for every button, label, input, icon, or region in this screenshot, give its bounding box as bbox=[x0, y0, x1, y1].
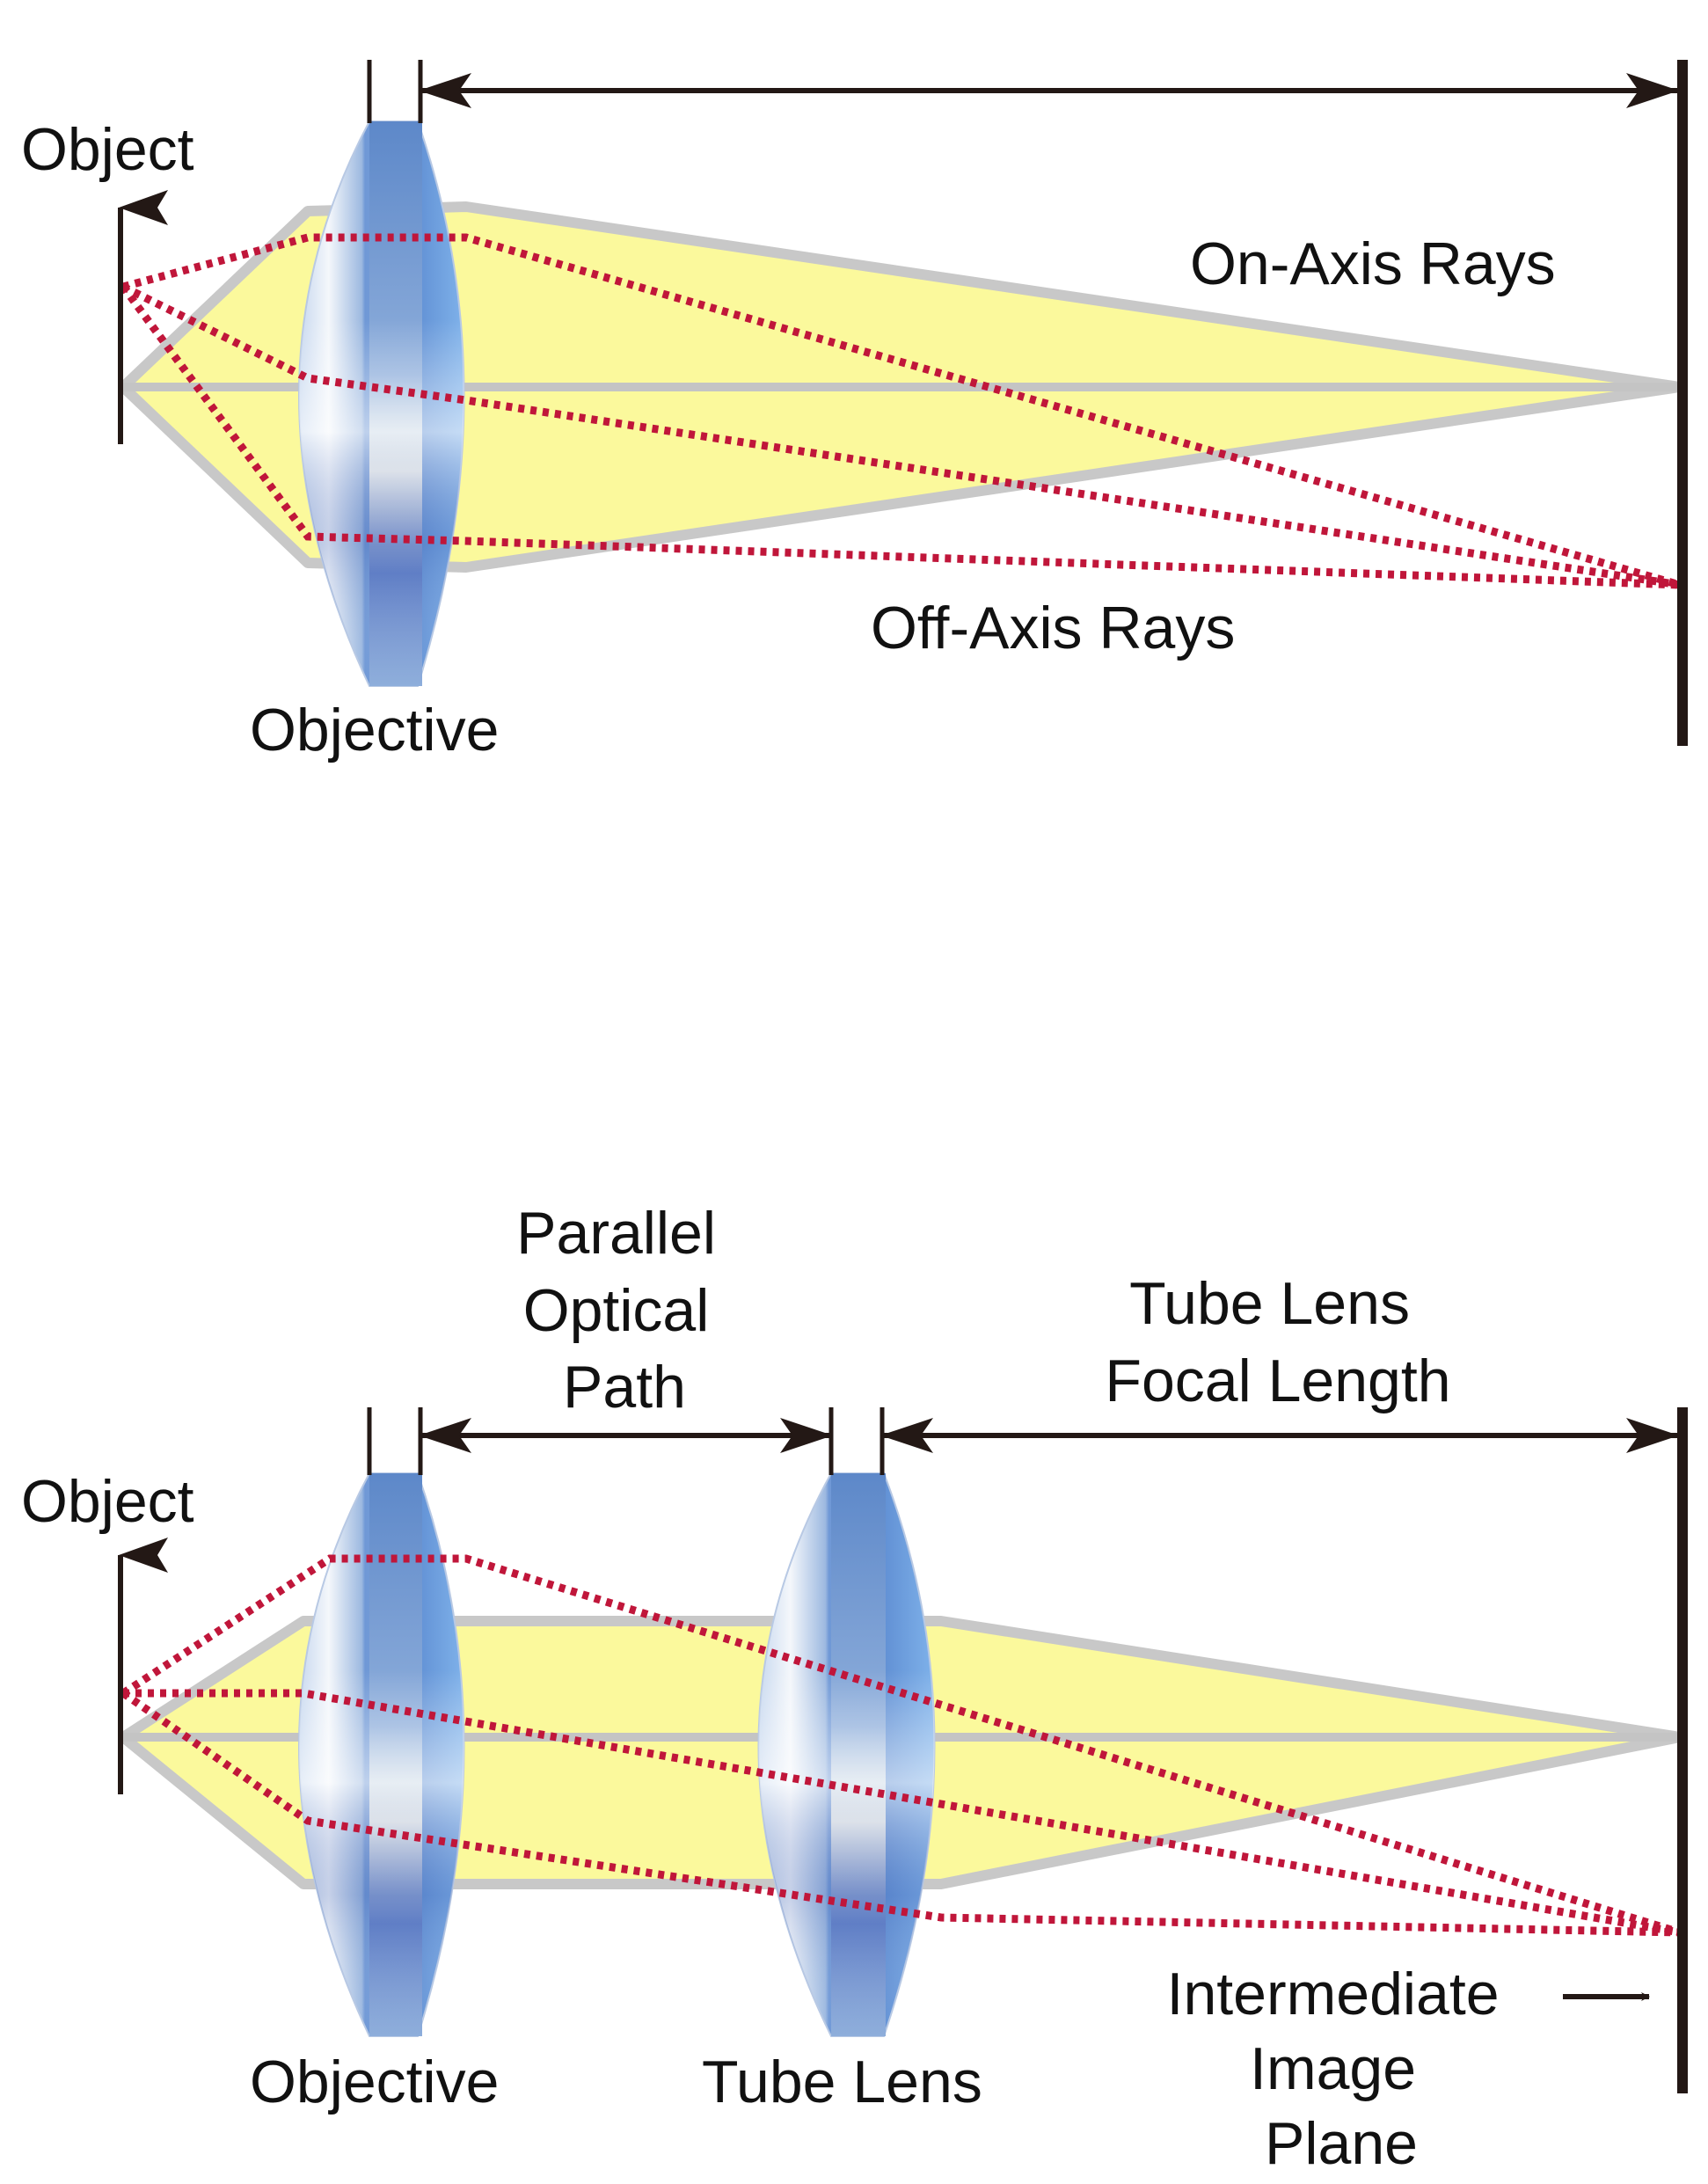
parallel-path-label: Parallel Optical Path bbox=[516, 1200, 733, 1421]
focal-length-label: Tube Lens Focal Length bbox=[1105, 1270, 1450, 1414]
focal-length-line-1: Tube Lens bbox=[1129, 1270, 1410, 1337]
objective-lens-icon bbox=[298, 1472, 465, 2037]
focal-length-line-2: Focal Length bbox=[1105, 1348, 1450, 1414]
objective-lens-icon bbox=[298, 121, 465, 687]
off-axis-rays-bottom bbox=[120, 1554, 1682, 1937]
image-plane-label: Intermediate Image Plane bbox=[1167, 1961, 1516, 2177]
off-axis-rays-top bbox=[120, 233, 1682, 589]
parallel-path-line-1: Parallel bbox=[516, 1200, 716, 1267]
image-plane-line-2: Image bbox=[1250, 2035, 1416, 2102]
object-label: Object bbox=[21, 1468, 194, 1535]
parallel-path-line-2: Optical bbox=[523, 1277, 710, 1344]
tube-lens-label: Tube Lens bbox=[702, 2049, 982, 2115]
object-label: Object bbox=[21, 116, 194, 183]
objective-label: Objective bbox=[250, 697, 499, 763]
image-plane-line-1: Intermediate bbox=[1167, 1961, 1500, 2027]
on-axis-rays-label: On-Axis Rays bbox=[1190, 230, 1556, 297]
tube-lens-icon bbox=[757, 1472, 936, 2037]
image-plane-line-3: Plane bbox=[1265, 2110, 1418, 2177]
objective-label: Objective bbox=[250, 2049, 499, 2115]
parallel-path-line-3: Path bbox=[563, 1354, 686, 1421]
top-diagram: Object On-Axis Rays Off-Axis Rays Object… bbox=[21, 60, 1688, 763]
off-axis-rays-label: Off-Axis Rays bbox=[871, 595, 1235, 661]
bottom-diagram: Object Parallel Optical Path Tube Lens F… bbox=[21, 1200, 1688, 2177]
